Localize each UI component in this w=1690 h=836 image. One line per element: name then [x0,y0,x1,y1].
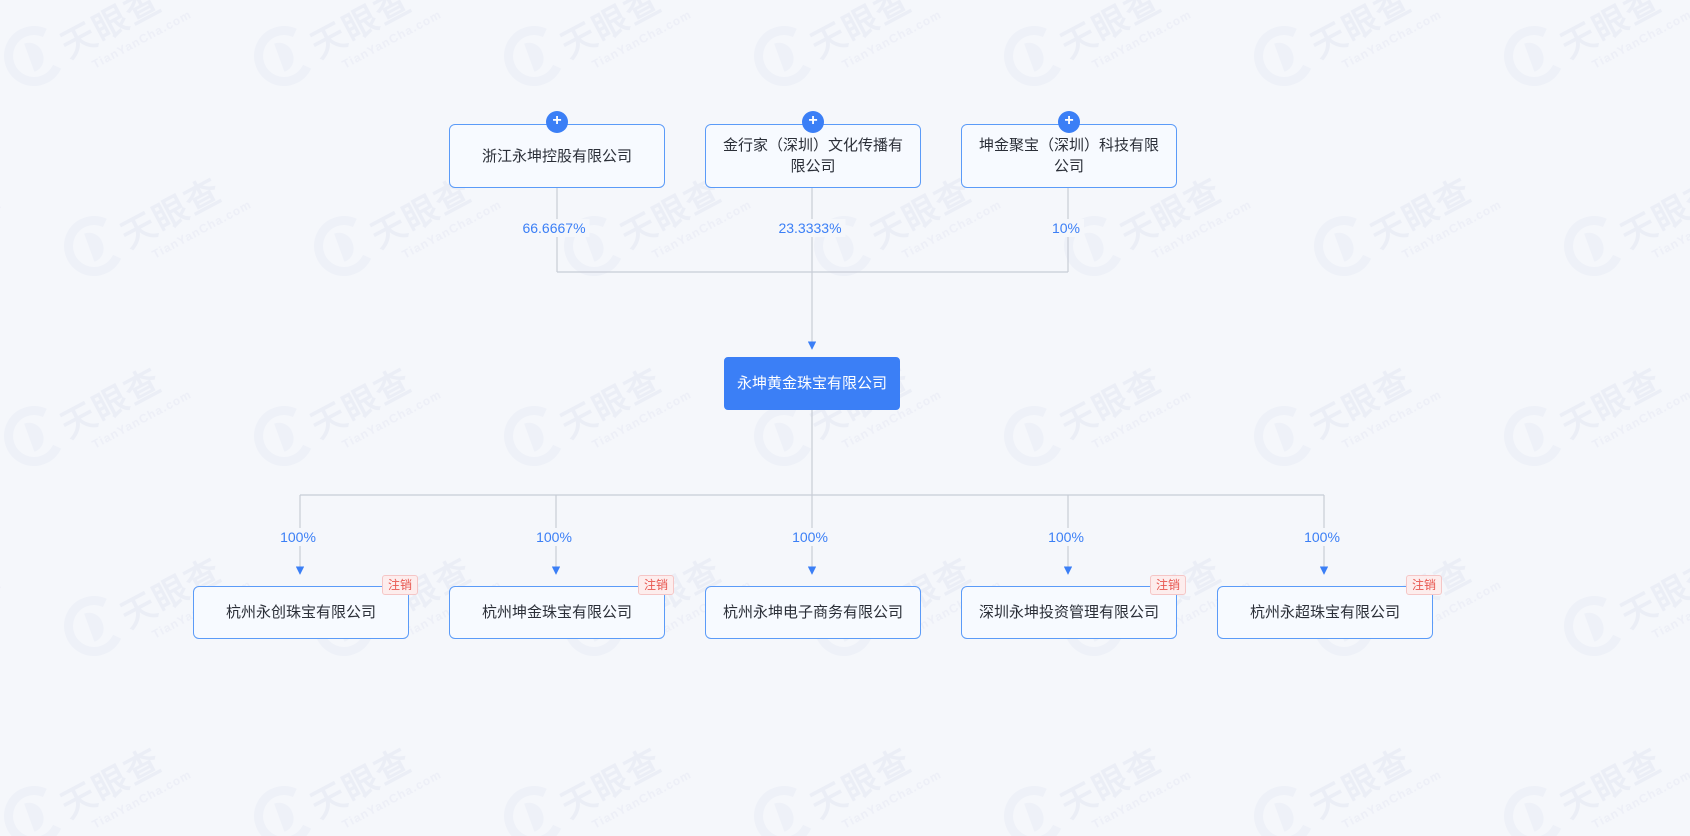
subsidiary-percent-3: 100% [1044,528,1088,546]
subsidiary-node-4[interactable]: 注销 杭州永超珠宝有限公司 [1217,575,1442,639]
subsidiary-percent-1: 100% [532,528,576,546]
subsidiary-node-0[interactable]: 注销 杭州永创珠宝有限公司 [193,575,418,639]
plus-icon[interactable]: + [1058,111,1080,133]
status-badge: 注销 [381,575,418,595]
status-badge: 注销 [637,575,674,595]
shareholder-node-2[interactable]: + 坤金聚宝（深圳）科技有限公司 [961,111,1177,188]
shareholder-label: 金行家（深圳）文化传播有限公司 [722,137,903,175]
shareholder-label: 浙江永坤控股有限公司 [481,147,632,165]
plus-icon[interactable]: + [802,111,824,133]
plus-icon[interactable]: + [546,111,568,133]
shareholder-percent-1: 23.3333% [774,219,846,237]
subsidiary-percent-0: 100% [276,528,320,546]
subsidiary-node-1[interactable]: 注销 杭州坤金珠宝有限公司 [449,575,674,639]
shareholder-percent-0: 66.6667% [518,219,590,237]
subsidiary-label: 深圳永坤投资管理有限公司 [978,604,1159,621]
subsidiary-node-3[interactable]: 注销 深圳永坤投资管理有限公司 [961,575,1186,639]
status-badge: 注销 [1149,575,1186,595]
subsidiary-label: 杭州永超珠宝有限公司 [1249,604,1400,621]
subsidiary-label: 杭州永坤电子商务有限公司 [722,604,903,621]
subsidiary-node-2[interactable]: 杭州永坤电子商务有限公司 [705,586,921,639]
shareholder-percent-2: 10% [1047,219,1085,237]
shareholder-node-0[interactable]: + 浙江永坤控股有限公司 [449,111,665,188]
root-company-node[interactable]: 永坤黄金珠宝有限公司 [724,357,900,410]
subsidiary-label: 杭州永创珠宝有限公司 [225,604,376,621]
subsidiary-percent-2: 100% [788,528,832,546]
shareholder-node-1[interactable]: + 金行家（深圳）文化传播有限公司 [705,111,921,188]
status-badge: 注销 [1405,575,1442,595]
subsidiary-label: 杭州坤金珠宝有限公司 [481,604,632,621]
shareholder-label: 坤金聚宝（深圳）科技有限公司 [978,137,1159,175]
root-company-label: 永坤黄金珠宝有限公司 [736,375,887,392]
subsidiary-percent-4: 100% [1300,528,1344,546]
